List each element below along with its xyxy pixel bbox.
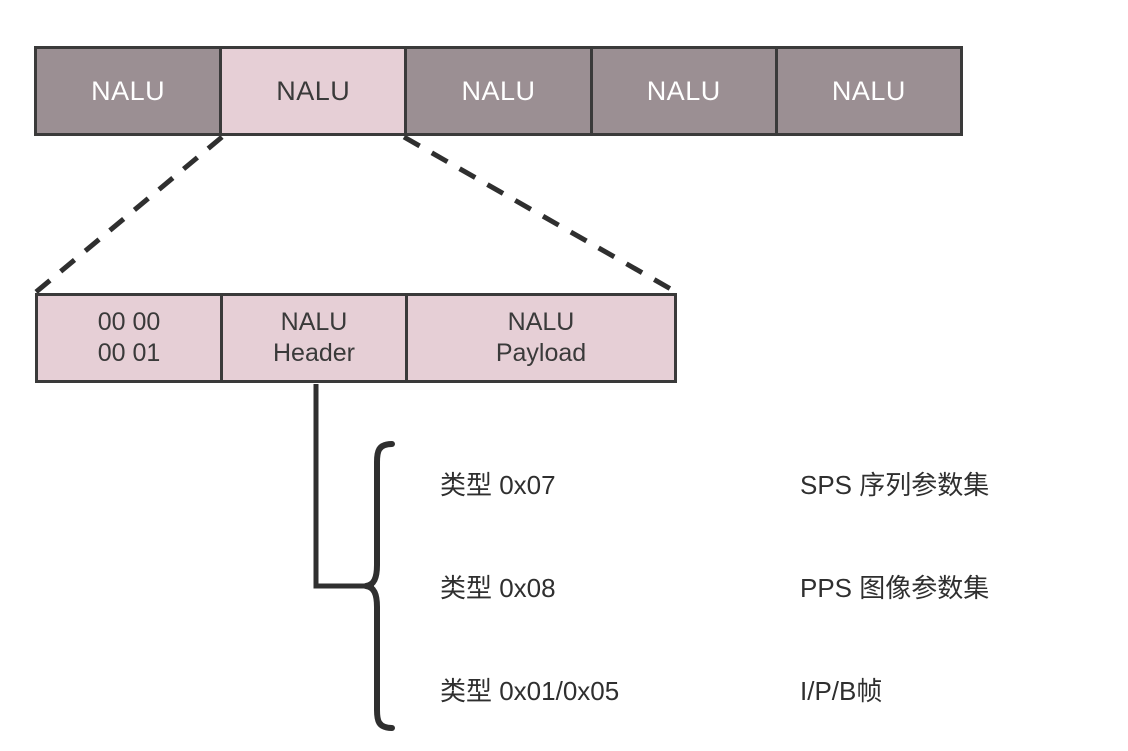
annotation-row-frame: 类型 0x01/0x05 I/P/B帧 xyxy=(440,668,1100,710)
nalu-cell-4-label: NALU xyxy=(646,75,721,106)
nalu-detail-row: 00 00 00 01 NALU Header NALU Payload xyxy=(35,293,677,383)
nalu-header-line1: NALU xyxy=(280,307,348,336)
nalu-cell-2-label: NALU xyxy=(276,75,351,106)
annotation-desc-sps: SPS 序列参数集 xyxy=(800,469,990,500)
annotation-desc-pps: PPS 图像参数集 xyxy=(800,572,990,603)
nalu-cell-2-highlighted[interactable]: NALU xyxy=(222,49,408,133)
nalu-cell-1-label: NALU xyxy=(91,75,166,106)
nalu-cell-4[interactable]: NALU xyxy=(592,49,778,133)
nalu-cell-5[interactable]: NALU xyxy=(777,49,961,133)
nalu-header-line2: Header xyxy=(273,339,355,367)
annotation-type-frame: 类型 0x01/0x05 xyxy=(440,675,620,706)
nalu-cell-5-label: NALU xyxy=(831,75,906,106)
annotation-type-sps: 类型 0x07 xyxy=(440,469,556,500)
nalu-cell-1[interactable]: NALU xyxy=(37,49,223,133)
nalu-cell-3[interactable]: NALU xyxy=(407,49,593,133)
start-code-line1: 00 00 xyxy=(97,307,161,336)
start-code-cell[interactable]: 00 00 00 01 xyxy=(38,296,223,380)
nalu-cell-3-label: NALU xyxy=(461,75,536,106)
annotation-row-pps: 类型 0x08 PPS 图像参数集 xyxy=(440,565,1100,607)
annotation-type-pps: 类型 0x08 xyxy=(440,572,556,603)
annotation-row-sps: 类型 0x07 SPS 序列参数集 xyxy=(440,462,1100,504)
annotation-desc-frame: I/P/B帧 xyxy=(800,675,883,706)
nalu-stream-row: NALU NALU NALU NALU NALU xyxy=(34,46,963,136)
nalu-header-cell[interactable]: NALU Header xyxy=(223,296,408,380)
nalu-payload-line1: NALU xyxy=(507,307,575,336)
nalu-payload-cell[interactable]: NALU Payload xyxy=(408,296,674,380)
nalu-payload-line2: Payload xyxy=(495,339,587,367)
start-code-line2: 00 01 xyxy=(97,339,161,367)
